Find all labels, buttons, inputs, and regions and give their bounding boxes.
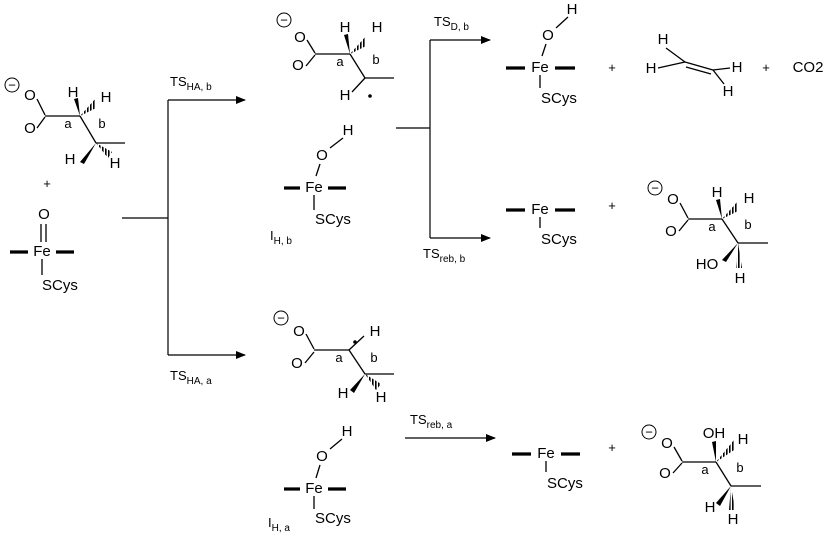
charge-symbol: −: [4, 77, 20, 93]
atom-O: O: [24, 87, 36, 104]
atom-H: H: [376, 389, 387, 406]
atom-O: O: [293, 323, 305, 340]
ts-d-b-label: TSD, b: [434, 14, 469, 33]
ts-reb-b-label: TSreb, b: [423, 246, 466, 265]
atom-H: H: [732, 59, 743, 76]
svg-text:−: −: [645, 425, 653, 440]
iron-hydroxo-product: H O Fe SCys: [506, 1, 577, 107]
plus-sign: +: [762, 60, 770, 75]
branch-arrows-middle: [396, 36, 491, 242]
co2-product: CO2: [793, 59, 824, 76]
atom-O: O: [659, 465, 671, 482]
i-h-b-label: IH, b: [270, 228, 292, 247]
bond-label-a: a: [336, 54, 344, 69]
atom-O: O: [294, 29, 306, 46]
atom-H: H: [567, 1, 578, 18]
atom-Fe: Fe: [537, 445, 555, 462]
bond-label-a: a: [335, 350, 343, 365]
atom-O: O: [38, 206, 50, 223]
charge-symbol: −: [641, 424, 657, 440]
atom-HO: HO: [696, 256, 719, 273]
bond-label-a: a: [708, 219, 716, 234]
compound-i-iron-oxo: O Fe SCys: [10, 206, 78, 294]
atom-Fe: Fe: [531, 59, 549, 76]
plus-sign: +: [608, 198, 616, 213]
atom-H: H: [738, 431, 749, 448]
atom-SCys: SCys: [547, 475, 583, 492]
atom-H: H: [68, 84, 79, 101]
bond-label-b: b: [372, 52, 379, 67]
atom-O: O: [292, 57, 304, 74]
atom-OH: OH: [703, 425, 726, 442]
atom-O: O: [316, 147, 328, 164]
radical-intermediate-a: − O O H H H a b: [273, 310, 394, 406]
atom-SCys: SCys: [541, 231, 577, 248]
atom-O: O: [665, 223, 677, 240]
atom-SCys: SCys: [541, 90, 577, 107]
hydroxylated-product-b: − O O H H HO H a b: [647, 180, 768, 287]
ts-reb-a-label: TSreb, a: [410, 412, 453, 431]
atom-SCys: SCys: [315, 211, 351, 228]
iron-hydroxo-i-h-b: H O Fe SCys: [284, 122, 353, 228]
atom-H: H: [340, 19, 351, 36]
ts-ha-a-label: TSHA, a: [170, 368, 212, 387]
atom-Fe: Fe: [305, 480, 323, 497]
bond-label-b: b: [370, 350, 377, 365]
plus-sign: +: [43, 176, 51, 191]
ts-ha-b-label: TSHA, b: [170, 74, 212, 93]
atom-H: H: [340, 87, 351, 104]
bond-label-a: a: [701, 462, 709, 477]
atom-SCys: SCys: [315, 510, 351, 527]
svg-text:−: −: [651, 181, 659, 196]
atom-H: H: [712, 184, 723, 201]
atom-Fe: Fe: [531, 201, 549, 218]
iron-resting-state-a: Fe SCys: [512, 445, 583, 492]
charge-symbol: −: [276, 12, 292, 28]
svg-text:−: −: [280, 13, 288, 28]
atom-H: H: [370, 323, 381, 340]
atom-H: H: [705, 499, 716, 516]
atom-H: H: [101, 89, 112, 106]
svg-text:−: −: [277, 311, 285, 326]
bond-label-b: b: [98, 116, 105, 131]
bond-label-b: b: [736, 460, 743, 475]
atom-O: O: [316, 448, 328, 465]
svg-text:−: −: [8, 78, 16, 93]
atom-H: H: [343, 122, 354, 139]
bond-label-a: a: [64, 116, 72, 131]
bond-label-b: b: [744, 217, 751, 232]
radical-intermediate-b: − O O H H H a b: [276, 12, 394, 104]
atom-O: O: [24, 120, 36, 137]
atom-O: O: [667, 191, 679, 208]
atom-H: H: [110, 155, 121, 172]
i-h-a-label: IH, a: [268, 515, 290, 534]
hydroxylated-product-a: − O O OH H H H a b: [641, 424, 761, 528]
plus-sign: +: [608, 60, 616, 75]
atom-Fe: Fe: [33, 243, 51, 260]
atom-H: H: [646, 60, 657, 77]
atom-H: H: [372, 19, 383, 36]
iron-hydroxo-i-h-a: H O Fe SCys: [284, 423, 352, 527]
atom-Fe: Fe: [305, 179, 323, 196]
atom-O: O: [291, 355, 303, 372]
atom-H: H: [744, 190, 755, 207]
reactant-substrate: − O O H H H H a b: [4, 77, 125, 172]
atom-O: O: [661, 435, 673, 452]
atom-O: O: [542, 27, 554, 44]
atom-H: H: [735, 270, 746, 287]
charge-symbol: −: [647, 180, 663, 196]
atom-H: H: [723, 83, 734, 100]
atom-H: H: [65, 151, 76, 168]
atom-H: H: [728, 511, 739, 528]
plus-sign: +: [608, 440, 616, 455]
atom-H: H: [658, 31, 669, 48]
atom-SCys: SCys: [42, 277, 78, 294]
atom-H: H: [338, 385, 349, 402]
iron-resting-state-b: Fe SCys: [506, 201, 577, 248]
branch-arrows-left: [122, 96, 246, 359]
atom-H: H: [342, 423, 353, 440]
charge-symbol: −: [273, 310, 289, 326]
ethylene-product: H H H H: [646, 31, 743, 100]
